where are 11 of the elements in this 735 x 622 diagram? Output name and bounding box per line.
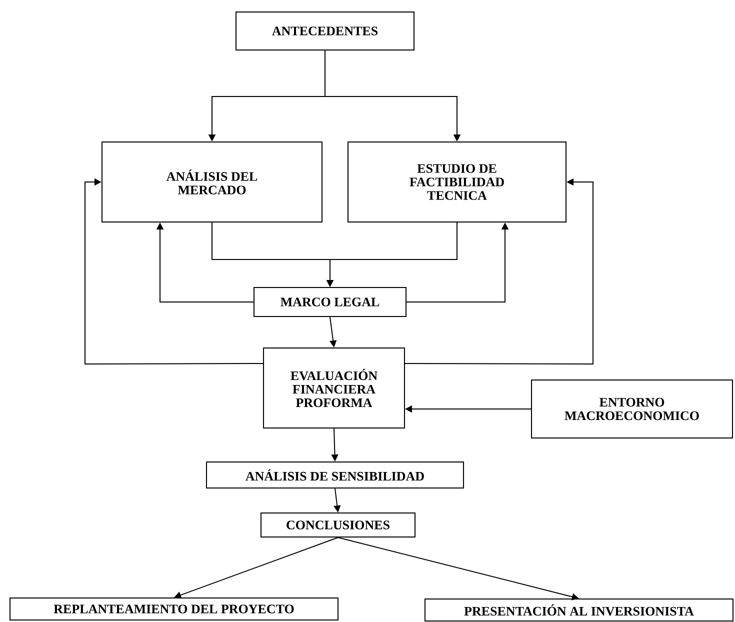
process-box: ENTORNO MACROECONOMICO	[531, 380, 733, 438]
process-box: REPLANTEAMIENTO DEL PROYECTO	[10, 598, 338, 620]
process-box: MARCO LEGAL	[254, 287, 406, 317]
process-box: ANTECEDENTES	[236, 12, 414, 50]
process-box: ANÁLISIS DE SENSIBILIDAD	[206, 462, 464, 488]
process-box: EVALUACIÓN FINANCIERA PROFORMA	[263, 348, 405, 428]
process-box: CONCLUSIONES	[260, 512, 416, 538]
process-box: ANÁLISIS DEL MERCADO	[102, 142, 322, 222]
arrow	[84, 178, 264, 364]
process-box: ESTUDIO DE FACTIBILIDAD TECNICA	[348, 142, 566, 222]
process-box: PRESENTACIÓN AL INVERSIONISTA	[424, 598, 734, 622]
